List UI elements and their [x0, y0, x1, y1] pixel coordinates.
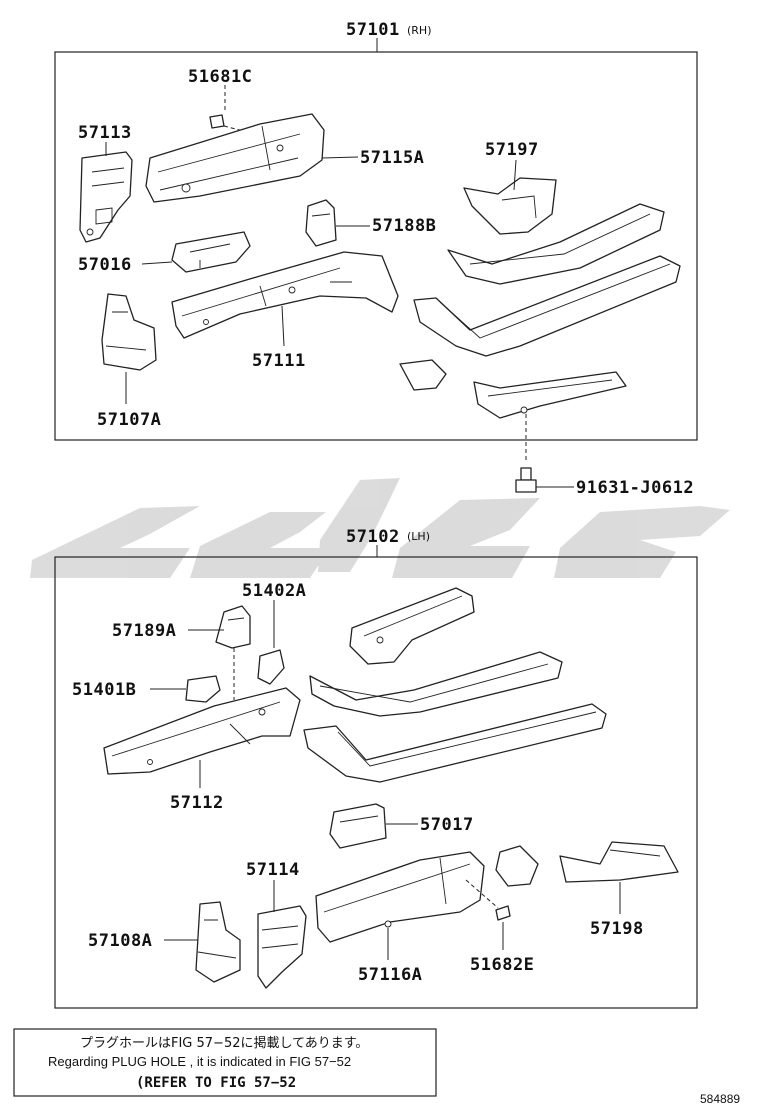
part-57116A-drawing[interactable]	[315, 851, 485, 943]
note-box	[13, 1028, 437, 1097]
bolt-91631-drawing[interactable]	[515, 467, 537, 493]
assembly-rh-side: (RH)	[407, 24, 432, 37]
part-57114-drawing[interactable]	[257, 905, 307, 989]
part-corner-bracket-lower-drawing[interactable]	[495, 845, 539, 887]
part-57108A-drawing[interactable]	[195, 901, 241, 983]
note-reference[interactable]: (REFER TO FIG 57−52	[136, 1075, 296, 1091]
label-51681C[interactable]: 51681C	[188, 67, 252, 87]
part-57017-drawing[interactable]	[329, 803, 387, 849]
label-57114[interactable]: 57114	[246, 860, 300, 880]
part-57112-drawing[interactable]	[103, 687, 301, 775]
part-57107A-drawing[interactable]	[101, 293, 157, 371]
part-side-rail-lower-drawing[interactable]	[309, 651, 563, 717]
label-57115A[interactable]: 57115A	[360, 148, 424, 168]
label-57188B[interactable]: 57188B	[372, 216, 436, 236]
label-57108A[interactable]: 57108A	[88, 931, 152, 951]
label-57017[interactable]: 57017	[420, 815, 474, 835]
part-51682E-drawing[interactable]	[495, 905, 511, 921]
label-51402A[interactable]: 51402A	[242, 581, 306, 601]
document-id: 584889	[700, 1092, 740, 1106]
part-nut-bracket-upper-drawing[interactable]	[399, 359, 447, 391]
part-upper-bracket-lower-drawing[interactable]	[349, 587, 475, 665]
part-51681C-drawing[interactable]	[209, 114, 225, 129]
part-57111-drawing[interactable]	[171, 251, 399, 339]
part-57197-drawing[interactable]	[463, 177, 557, 235]
leader-57016	[141, 261, 173, 265]
label-57197[interactable]: 57197	[485, 140, 539, 160]
part-51401B-drawing[interactable]	[185, 675, 221, 703]
assembly-lh-number[interactable]: 57102	[346, 527, 400, 547]
label-51401B[interactable]: 51401B	[72, 680, 136, 700]
leader-57197	[513, 159, 517, 191]
leader-51682E-dashed	[465, 879, 499, 909]
part-57189A-drawing[interactable]	[215, 605, 251, 649]
label-51682E[interactable]: 51682E	[470, 955, 534, 975]
part-57198-drawing[interactable]	[559, 841, 679, 883]
label-57113[interactable]: 57113	[78, 123, 132, 143]
label-57107A[interactable]: 57107A	[97, 410, 161, 430]
label-57198[interactable]: 57198	[590, 919, 644, 939]
part-51402A-drawing[interactable]	[257, 649, 285, 685]
part-side-rail-upper-drawing[interactable]	[447, 203, 665, 285]
assembly-rh-frame	[54, 51, 698, 441]
part-rocker-upper-drawing[interactable]	[413, 255, 681, 357]
part-57113-drawing[interactable]	[79, 151, 133, 243]
assembly-lh-frame	[54, 556, 698, 1009]
label-57016[interactable]: 57016	[78, 255, 132, 275]
assembly-lh-side: (LH)	[407, 530, 430, 543]
label-91631-J0612[interactable]: 91631-J0612	[576, 478, 694, 498]
leader-57115A	[321, 156, 359, 159]
watermark-logo	[30, 478, 730, 578]
part-57016-drawing[interactable]	[171, 231, 251, 273]
part-lower-bracket-upper-drawing[interactable]	[473, 371, 627, 419]
label-57111[interactable]: 57111	[252, 351, 306, 371]
note-english: Regarding PLUG HOLE , it is indicated in…	[48, 1054, 351, 1069]
label-57189A[interactable]: 57189A	[112, 621, 176, 641]
part-57188B-drawing[interactable]	[305, 199, 337, 247]
label-57112[interactable]: 57112	[170, 793, 224, 813]
note-japanese: プラグホールはFIG 57−52に掲載してあります。	[80, 1035, 368, 1051]
assembly-rh-number[interactable]: 57101	[346, 20, 400, 40]
label-57116A[interactable]: 57116A	[358, 965, 422, 985]
part-57115A-drawing[interactable]	[145, 113, 325, 203]
part-rocker-lower-drawing[interactable]	[303, 703, 607, 783]
leader-57111	[281, 305, 285, 347]
